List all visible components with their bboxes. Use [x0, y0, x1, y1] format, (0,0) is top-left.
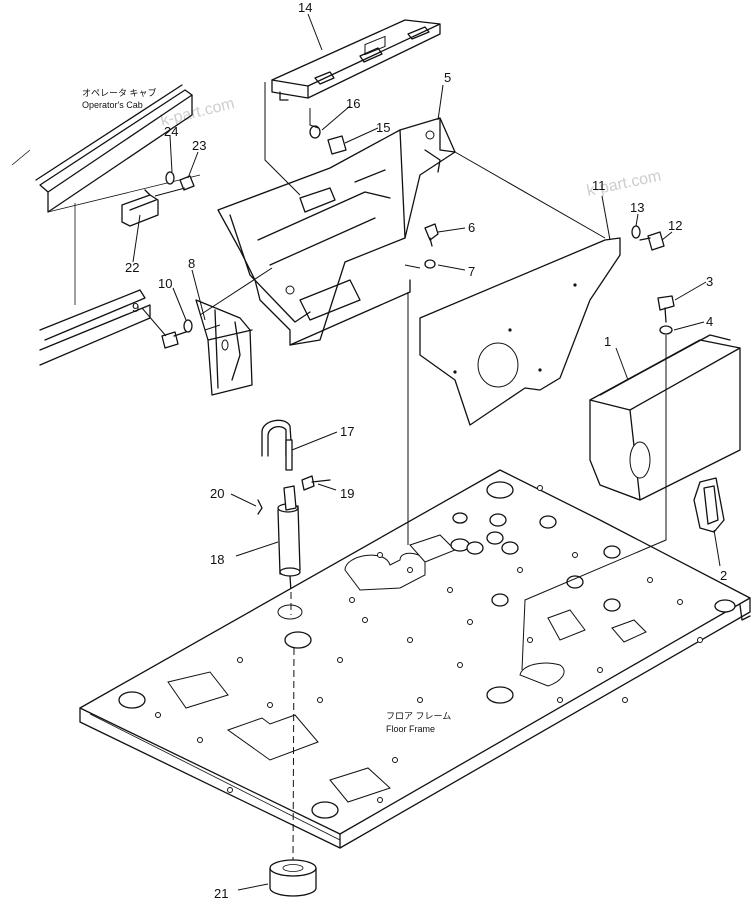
floor-frame-label-jp: フロア フレーム: [386, 711, 451, 721]
part-16-washer: [309, 125, 321, 139]
callout-20: 20: [210, 486, 224, 501]
part-17-pin: [261, 419, 293, 471]
assembly-lines: [154, 82, 667, 861]
callout-18: 18: [210, 552, 224, 567]
part-4-washer: [659, 325, 673, 335]
part-9-bolt: [161, 331, 187, 349]
callout-9: 9: [132, 300, 139, 315]
callout-11: 11: [592, 178, 606, 193]
callout-1: 1: [604, 334, 611, 349]
callout-2: 2: [720, 568, 727, 583]
callout-6: 6: [468, 220, 475, 235]
callout-19: 19: [340, 486, 354, 501]
callout-15: 15: [376, 120, 390, 135]
part-5-console-frame: [217, 117, 456, 346]
callout-16: 16: [346, 96, 360, 111]
part-10-washer: [183, 319, 193, 333]
operator-cab-label: Operator's Cab: [82, 100, 143, 110]
callout-5: 5: [444, 70, 451, 85]
callout-13: 13: [630, 200, 644, 215]
part-20-clip: [257, 499, 263, 515]
part-1-box: [589, 334, 741, 501]
part-24-washer: [165, 171, 175, 185]
callout-22: 22: [125, 260, 139, 275]
callout-7: 7: [468, 264, 475, 279]
leader-lines: [132, 13, 721, 891]
part-7-washer: [424, 259, 436, 269]
part-6-bolt: [424, 223, 439, 247]
part-8-bracket: [195, 299, 253, 396]
part-19-bolt: [301, 475, 331, 491]
part-3-bolt: [657, 295, 675, 323]
floor-frame-label: Floor Frame: [386, 724, 435, 734]
part-2-grommet: [693, 477, 725, 533]
part-22-bracket: [121, 189, 159, 227]
operator-cab: [11, 84, 201, 366]
callout-17: 17: [340, 424, 354, 439]
part-23-bolt: [179, 175, 195, 191]
part-15-bolt: [327, 135, 347, 155]
callout-10: 10: [158, 276, 172, 291]
part-13-washer: [631, 225, 641, 239]
part-11-cover-plate: [419, 237, 621, 426]
part-14-top-panel: [271, 19, 441, 101]
floor-frame: [79, 469, 751, 849]
callout-24: 24: [164, 124, 178, 139]
part-18-damper: [277, 485, 301, 593]
callout-23: 23: [192, 138, 206, 153]
callout-8: 8: [188, 256, 195, 271]
callout-14: 14: [298, 0, 312, 15]
callout-3: 3: [706, 274, 713, 289]
part-12-bolt: [639, 231, 665, 251]
operator-cab-label-jp: オペレータ キャブ: [82, 87, 157, 98]
callout-4: 4: [706, 314, 713, 329]
callout-21: 21: [214, 886, 228, 901]
callout-12: 12: [668, 218, 682, 233]
part-21-spacer: [269, 859, 317, 897]
